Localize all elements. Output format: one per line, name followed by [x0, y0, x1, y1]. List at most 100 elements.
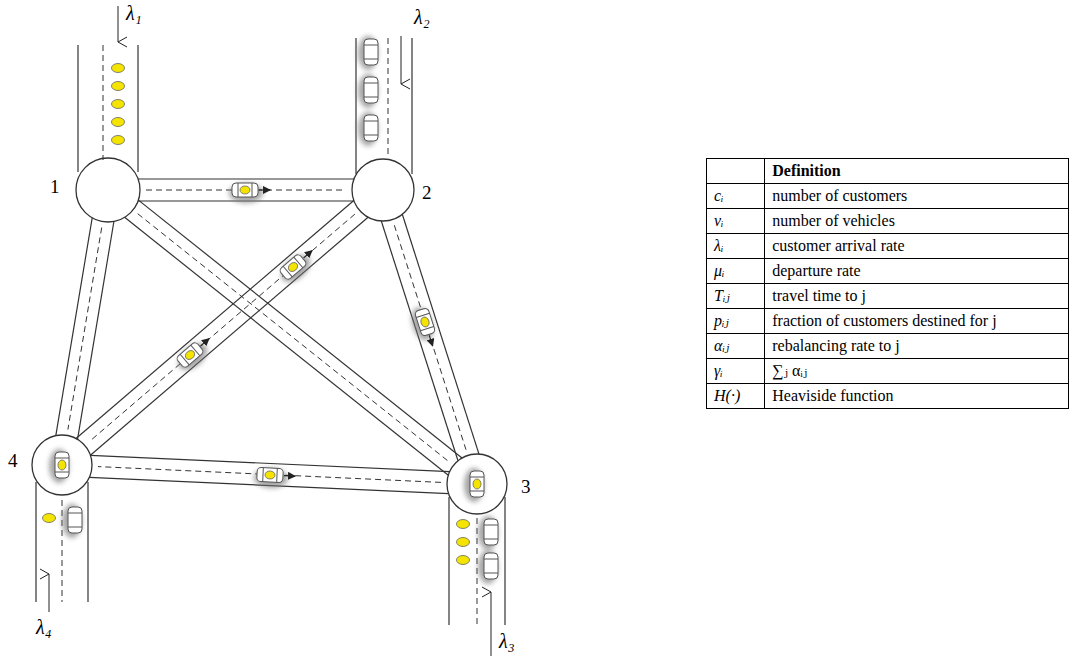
moving-vehicle [173, 333, 217, 375]
definition-cell: rebalancing rate to j [772, 337, 900, 354]
road-divider [138, 214, 449, 462]
road-divider [68, 228, 102, 430]
lane-wall [87, 482, 88, 602]
lane-wall [35, 482, 36, 602]
table-cell: cᵢ [707, 184, 765, 209]
table-row: λᵢcustomer arrival rate [707, 234, 1069, 259]
table-cell: travel time to j [765, 284, 1069, 309]
station-circle [76, 158, 140, 222]
station-circle [352, 159, 414, 221]
station-outline [32, 435, 92, 495]
table-cell: αᵢⱼ [707, 334, 765, 359]
arrival-arrow [118, 6, 119, 42]
symbol-cell: μᵢ [714, 262, 725, 279]
station-outline [352, 159, 414, 221]
table-row: Tᵢⱼtravel time to j [707, 284, 1069, 309]
station-circle [447, 454, 507, 514]
table-cell: pᵢⱼ [707, 309, 765, 334]
table-row: cᵢ number of customers [707, 184, 1069, 209]
waiting-customer [457, 538, 470, 547]
road-divider [394, 225, 466, 450]
definition-cell: Heaviside function [772, 387, 893, 404]
road-connector [381, 214, 479, 460]
road-edge [76, 201, 354, 439]
arrival-rate-label: λ₄ [36, 616, 52, 639]
arrival-rate-label: λ₃ [499, 630, 515, 653]
lane-divider [388, 38, 389, 158]
table-row: vᵢ number of vehicles [707, 209, 1069, 234]
table-cell: fraction of customers destined for j [765, 309, 1069, 334]
symbol-cell: αᵢⱼ [714, 337, 729, 354]
definition-cell: number of customers [772, 187, 907, 204]
table-row: pᵢⱼ fraction of customers destined for j [707, 309, 1069, 334]
waiting-customer [112, 64, 125, 73]
definition-cell: number of vehicles [772, 212, 895, 229]
waiting-customer [457, 520, 470, 529]
table-cell: μᵢ [707, 259, 765, 284]
arrival-arrow [491, 592, 492, 656]
table-cell: departure rate [765, 259, 1069, 284]
waiting-customer [43, 514, 56, 523]
symbol-cell: λᵢ [714, 237, 723, 254]
table-cell: Definition [765, 159, 1069, 184]
symbol-cell: pᵢⱼ [714, 312, 729, 329]
station-outline [447, 454, 507, 514]
table-cell: ∑ⱼ αᵢⱼ [765, 359, 1069, 384]
arrival-rate-label: λ₁ [126, 2, 142, 25]
table-cell [707, 159, 765, 184]
arrival-arrow [401, 36, 402, 84]
table-row: αᵢⱼ rebalancing rate to j [707, 334, 1069, 359]
station-node: 1 [76, 158, 140, 222]
table-cell: Heaviside function [765, 384, 1069, 409]
table-row: γᵢ ∑ⱼ αᵢⱼ [707, 359, 1069, 384]
table-row: μᵢ departure rate [707, 259, 1069, 284]
waiting-vehicle [62, 504, 82, 538]
lane-divider [62, 500, 63, 602]
road-edge [381, 221, 458, 461]
station-outline [76, 158, 140, 222]
table-cell: γᵢ [707, 359, 765, 384]
road-edge [138, 178, 354, 179]
road-edge [402, 214, 479, 454]
arrival-rate-label: λ₂ [414, 6, 430, 29]
lane-wall [355, 38, 356, 174]
table-cell: rebalancing rate to j [765, 334, 1069, 359]
table-cell: number of customers [765, 184, 1069, 209]
moving-vehicle [408, 305, 440, 350]
waiting-vehicle [358, 36, 378, 70]
station-number: 1 [50, 176, 60, 198]
lane-wall [448, 497, 449, 625]
arrival-arrow [49, 574, 50, 612]
road-edge [138, 200, 462, 458]
table-cell: vᵢ [707, 209, 765, 234]
waiting-vehicle [478, 550, 498, 584]
station-vehicle [464, 468, 484, 502]
road-edge [125, 217, 449, 475]
lane-wall [137, 45, 138, 172]
lane-wall [77, 45, 78, 172]
table-cell: λᵢ [707, 234, 765, 259]
definition-cell: fraction of customers destined for j [772, 312, 996, 329]
station-number: 2 [422, 182, 432, 204]
lane-divider [103, 45, 104, 160]
moving-vehicle [276, 245, 320, 287]
road-connector [89, 455, 449, 493]
lane-wall [411, 38, 412, 174]
symbol-cell: H(·) [714, 387, 740, 404]
station-node: 4 [32, 435, 92, 495]
lane-wall [504, 497, 505, 625]
waiting-customer [112, 118, 125, 127]
road-edge [78, 222, 114, 440]
table-cell: Tᵢⱼ [707, 284, 765, 309]
road-connector [56, 218, 114, 439]
symbol-cell: γᵢ [714, 362, 723, 379]
symbol-cell: vᵢ [714, 212, 724, 229]
station-node: 2 [352, 159, 414, 221]
waiting-customer [112, 136, 125, 145]
waiting-vehicle [358, 112, 378, 146]
station-node: 3 [447, 454, 507, 514]
road-edge [56, 218, 92, 436]
moving-vehicle [229, 183, 270, 203]
table-row: Definition [707, 159, 1069, 184]
definition-cell: ∑ⱼ αᵢⱼ [772, 362, 807, 379]
